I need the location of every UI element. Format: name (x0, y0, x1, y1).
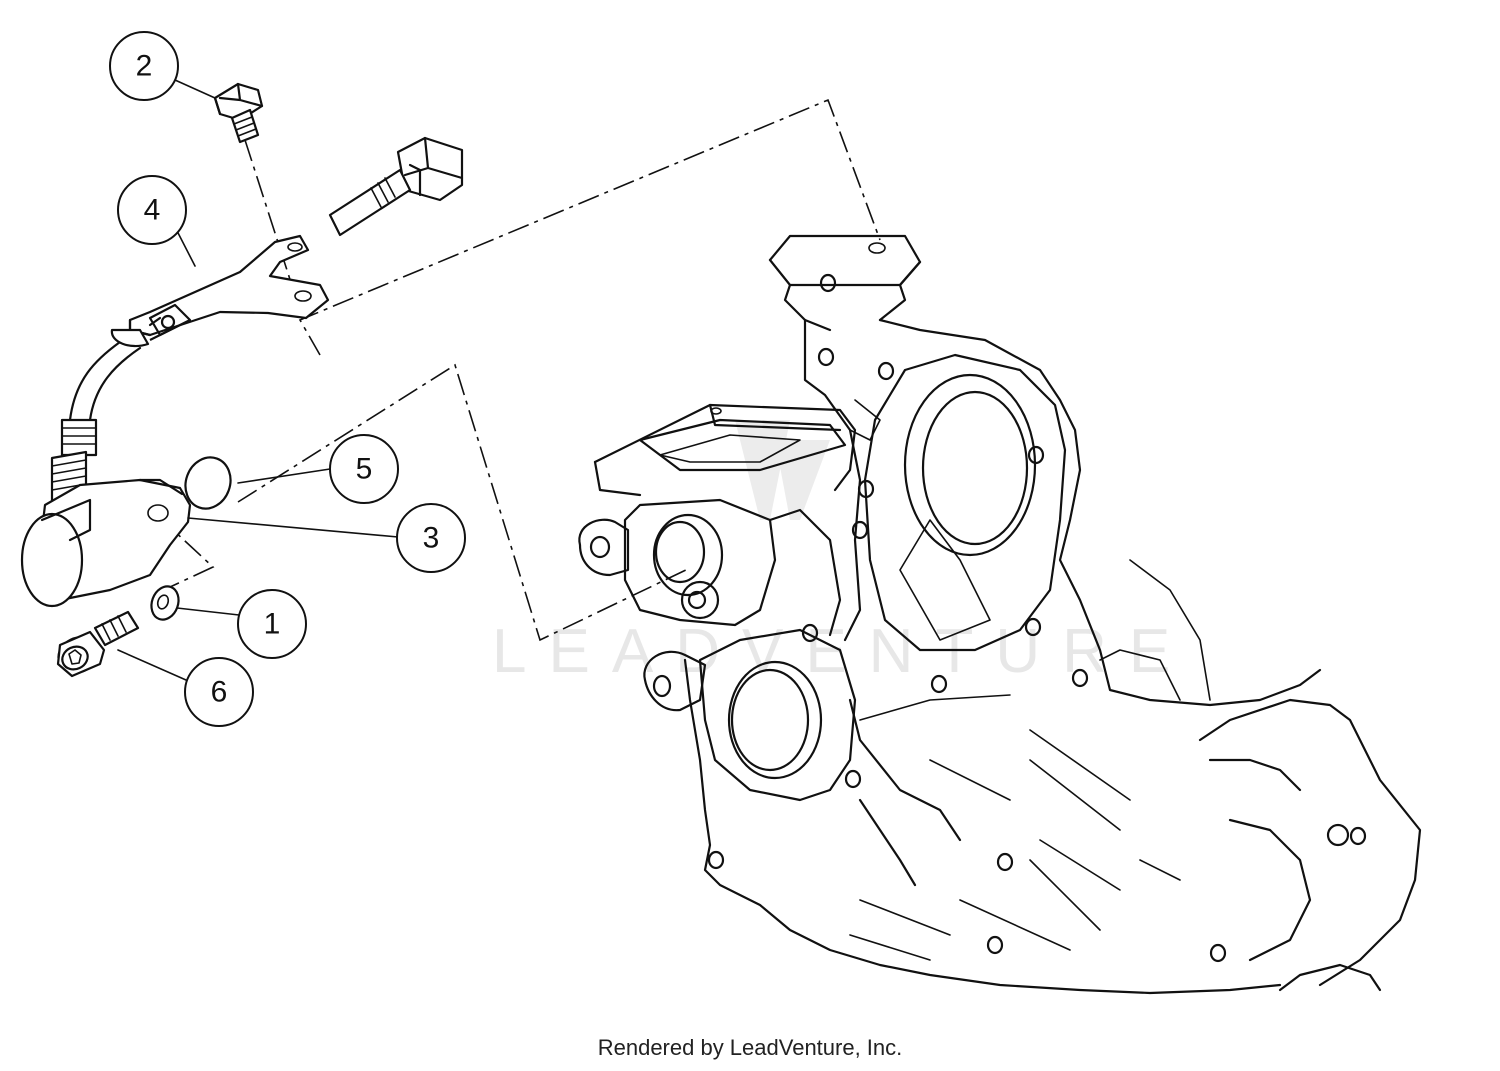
callout-2-label: 2 (136, 50, 153, 83)
callout-4-label: 4 (144, 194, 161, 227)
callout-1: 1 (237, 589, 307, 659)
part-o-ring-5 (184, 456, 232, 510)
footer-credit: Rendered by LeadVenture, Inc. (597, 1035, 903, 1060)
callout-6: 6 (184, 657, 254, 727)
callout-4: 4 (117, 175, 187, 245)
part-sensor-3 (20, 478, 192, 608)
part-bolt-2 (213, 82, 264, 144)
callout-6-label: 6 (211, 676, 228, 709)
callout-leaders (117, 79, 399, 681)
callout-3-label: 3 (423, 522, 440, 555)
assembly-leader-lines (156, 98, 881, 642)
callout-3: 3 (396, 503, 466, 573)
callout-1-label: 1 (264, 608, 281, 641)
part-harness-bracket-4 (50, 136, 464, 507)
callout-5-label: 5 (356, 453, 373, 486)
callout-5: 5 (329, 434, 399, 504)
engine-crankcase (578, 234, 1422, 995)
callout-2: 2 (109, 31, 179, 101)
part-washer-1 (150, 585, 180, 621)
watermark: LEADVENTURE (492, 420, 1170, 686)
part-cap-screw-6 (56, 610, 140, 678)
